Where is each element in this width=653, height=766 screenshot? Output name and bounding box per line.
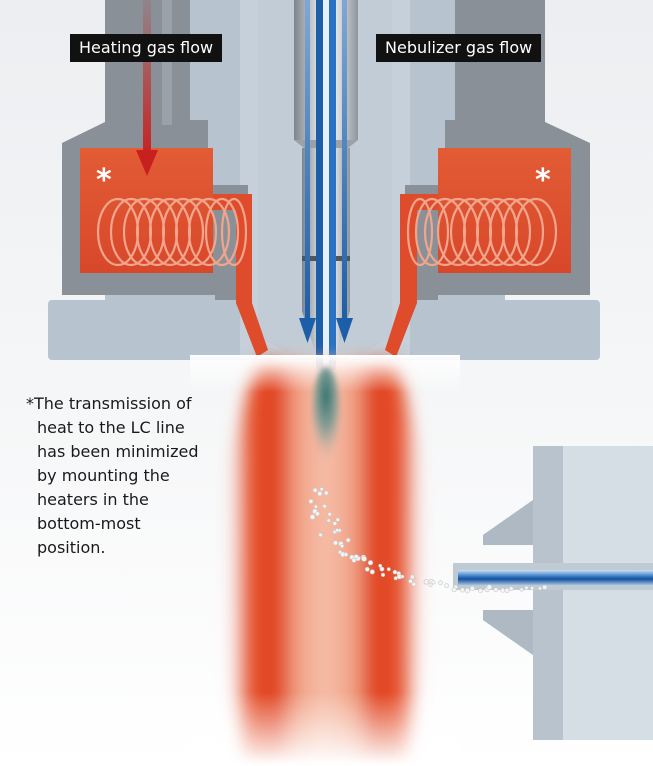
droplet (438, 580, 443, 586)
droplet (478, 588, 483, 594)
heating-gas-flow-label: Heating gas flow (70, 34, 223, 62)
droplet (504, 587, 510, 593)
droplet (451, 587, 457, 593)
droplet (524, 585, 529, 591)
droplet (322, 504, 327, 509)
droplet (380, 572, 386, 578)
spray-cone (312, 367, 340, 463)
droplet (530, 586, 535, 591)
note-line: *The transmission of (26, 394, 192, 413)
droplet (469, 585, 475, 591)
droplet (411, 581, 417, 587)
note-line: bottom-most (37, 514, 141, 533)
heating-coil-right (406, 197, 558, 267)
heating-coil-left (96, 197, 248, 267)
heater-marker-left: * (96, 163, 112, 198)
droplet (313, 504, 318, 509)
heater-position-note: *The transmission of heat to the LC line… (26, 392, 226, 560)
droplet (542, 584, 548, 590)
droplet (309, 514, 316, 520)
droplet (369, 569, 375, 575)
droplet-stream (308, 487, 548, 594)
droplet (367, 560, 374, 566)
droplet (409, 574, 415, 580)
heating-gas-arrow (136, 0, 158, 176)
note-line: by mounting the (37, 466, 170, 485)
droplet (493, 587, 499, 593)
droplet (508, 586, 514, 592)
droplet (364, 566, 370, 572)
droplet (339, 543, 345, 549)
droplet (332, 530, 337, 534)
nebulizer-gas-arrows (299, 0, 353, 343)
droplet (308, 498, 314, 504)
droplet (400, 574, 405, 579)
droplet (332, 540, 338, 546)
droplet (318, 532, 323, 538)
droplet (500, 587, 506, 593)
droplet (317, 491, 323, 497)
droplet (379, 566, 385, 572)
note-line: position. (37, 538, 106, 557)
nebulizer-needle (294, 0, 358, 370)
droplet (323, 490, 329, 496)
droplet (392, 569, 398, 575)
droplet (459, 587, 465, 593)
droplet (343, 552, 349, 557)
droplet (444, 583, 449, 588)
droplet (335, 528, 340, 533)
droplet (327, 512, 332, 517)
heater-marker-right: * (535, 163, 551, 198)
note-line: heat to the LC line (37, 418, 185, 437)
droplet (335, 517, 340, 522)
droplet (486, 584, 493, 591)
droplet (431, 580, 436, 585)
droplet (319, 487, 324, 492)
droplet (423, 579, 429, 585)
droplet (386, 567, 391, 572)
droplet (345, 537, 351, 543)
droplet (361, 556, 367, 562)
droplet (538, 586, 542, 591)
nebulizer-gas-flow-label: Nebulizer gas flow (376, 34, 542, 62)
droplet (351, 557, 357, 563)
note-line: heaters in the (37, 490, 149, 509)
droplet (326, 518, 331, 523)
note-line: has been minimized (37, 442, 199, 461)
ms-capillary (458, 570, 653, 585)
droplet (332, 521, 337, 526)
droplet (315, 511, 320, 517)
droplet (464, 587, 471, 594)
droplet (519, 587, 524, 592)
droplet (312, 487, 318, 493)
droplet (408, 578, 413, 584)
droplet (378, 563, 383, 568)
